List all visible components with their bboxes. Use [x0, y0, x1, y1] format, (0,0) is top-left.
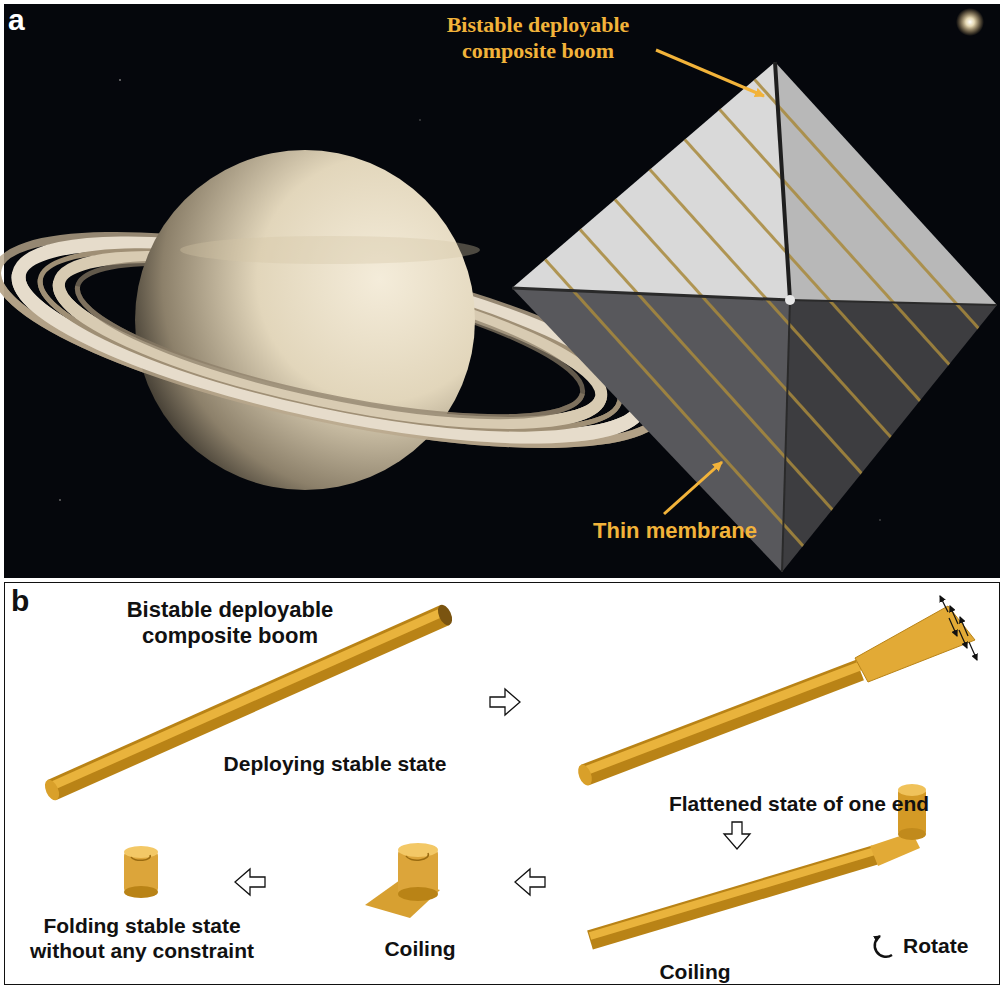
leader-arrow — [664, 462, 722, 514]
boom-flattened — [575, 596, 977, 787]
state-label: Deploying stable state — [195, 751, 475, 776]
action-label: Rotate — [903, 933, 991, 958]
space-background — [4, 4, 1000, 578]
star-dot — [119, 79, 121, 81]
star-dot — [419, 119, 421, 121]
panel-letter: a — [8, 2, 48, 37]
step-arrow — [515, 869, 545, 895]
star-dot — [59, 499, 61, 501]
step-arrow — [724, 822, 750, 849]
panel-b: b Bistable deployable composite boomDeplo… — [4, 582, 1000, 985]
coil-folded — [124, 846, 158, 898]
part-label: Bistable deployable composite boom — [425, 12, 651, 64]
leader-arrow — [656, 50, 764, 96]
state-label: Folding stable state without any constra… — [8, 913, 276, 963]
panel-letter: b — [11, 583, 51, 618]
bright-star — [956, 8, 984, 36]
planet-band — [180, 236, 480, 264]
star-dot — [879, 519, 881, 521]
state-label: Coiling — [635, 959, 755, 984]
step-arrow — [235, 869, 265, 895]
solar-sail — [512, 62, 997, 572]
coil-partial — [365, 843, 440, 918]
state-label: Coiling — [360, 936, 480, 961]
part-label: Bistable deployable composite boom — [100, 597, 360, 649]
panel-a: a Bistable deployable composite boomThin … — [0, 0, 1004, 580]
step-arrow — [490, 689, 520, 715]
part-label: Thin membrane — [575, 518, 775, 544]
state-label: Flattened state of one end — [603, 791, 995, 816]
